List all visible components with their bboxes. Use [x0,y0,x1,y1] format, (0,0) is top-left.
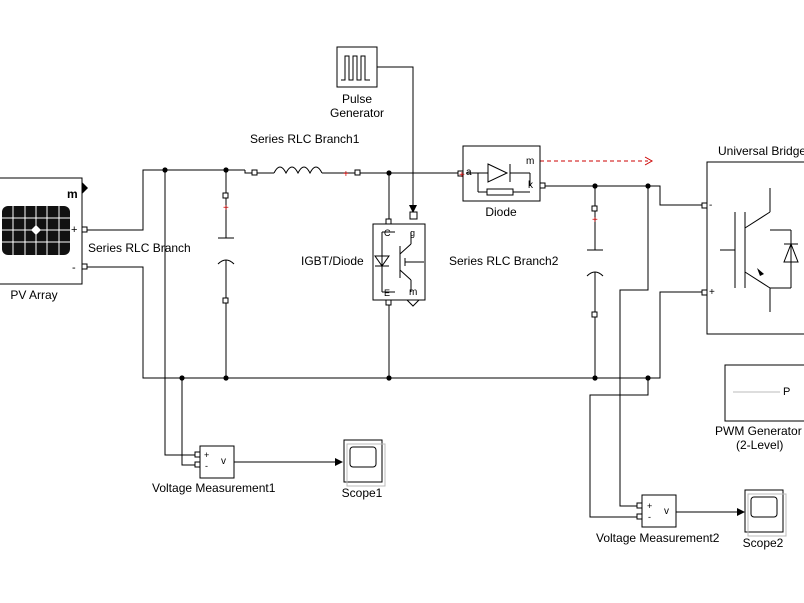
voltage-measurement1-block[interactable] [194,445,235,479]
svg-text:+: + [223,203,229,214]
svg-text:+: + [459,170,465,181]
scope1-screen-icon [349,446,377,468]
vm2-port-minus-label: - [648,512,651,522]
bridge-port-plus-label: + [709,287,715,298]
wire-vm1-minus[interactable] [181,378,198,466]
bridge-igbt-icon [720,188,799,312]
diode-port-a-label: a [466,167,472,178]
igbt-port-m-label: m [409,287,418,298]
wire-pv-minus[interactable] [85,266,300,379]
pv-array-block[interactable] [0,177,88,285]
scope2-block[interactable] [744,489,787,537]
series-rlc-branch1-label: Series RLC Branch1 [250,132,360,146]
diode-measurement-signal[interactable] [540,156,654,166]
universal-bridge-label: Universal Bridge [718,144,804,158]
svg-text:+: + [592,215,598,226]
series-rlc-branch2-capacitor[interactable]: + [586,205,604,318]
series-rlc-branch-capacitor[interactable]: + [217,192,235,304]
series-rlc-branch-label: Series RLC Branch [88,241,191,255]
diode-port-k-label: k [528,180,533,191]
igbt-symbol-icon [374,231,424,293]
vm1-port-minus-label: - [205,461,208,471]
pv-port-plus-label: + [71,224,78,236]
wire-bottom-rail[interactable] [143,291,703,379]
igbt-port-g-label: g [410,228,416,238]
wire-vm2-minus[interactable] [589,378,649,518]
pv-array-label: PV Array [10,288,58,302]
pwm-generator-label-line2: (2-Level) [736,438,784,452]
pulse-wave-icon [341,55,370,81]
connection-wires [85,66,745,518]
vm1-port-v-label: v [221,456,226,467]
pulse-generator-label-line1: Pulse [341,92,373,106]
junction-dots [162,167,651,381]
scope2-label: Scope2 [742,536,784,550]
scope1-block[interactable] [343,439,386,487]
wire-vm2-plus[interactable] [619,186,649,507]
vm2-port-plus-label: + [647,501,653,511]
wire-pulse-to-gate[interactable] [377,66,417,213]
wire-pv-plus[interactable] [85,169,245,231]
pwm-generator-block[interactable] [724,364,804,422]
pwm-port-p-label: P [783,386,791,398]
pwm-generator-label-line1: PWM Generator [715,424,802,438]
igbt-diode-block[interactable] [372,211,426,307]
pulse-generator-label-line2: Generator [329,106,385,120]
voltage-measurement2-block[interactable] [636,494,677,528]
series-rlc-branch2-label: Series RLC Branch2 [449,254,559,268]
universal-bridge-block[interactable] [701,161,804,335]
scope1-label: Scope1 [341,486,383,500]
vm1-port-plus-label: + [204,450,210,460]
pv-port-m-label: m [67,187,78,201]
solar-panel-icon [2,206,70,255]
series-rlc-branch1-inductor[interactable]: + [251,166,361,180]
diode-label: Diode [485,205,517,219]
scope2-screen-icon [750,496,778,518]
wire-to-inductor[interactable] [244,170,252,174]
pulse-generator-block[interactable] [336,46,378,88]
voltage-measurement1-label: Voltage Measurement1 [152,481,276,495]
diode-symbol-icon [466,163,531,196]
vm2-port-v-label: v [664,506,669,517]
bridge-port-minus-label: - [709,200,713,211]
wire-diode-to-bridge[interactable] [543,185,703,206]
igbt-port-e-label: E [384,288,391,298]
diode-block[interactable]: + [457,145,546,202]
diode-port-m-label: m [526,156,535,167]
igbt-port-c-label: C [384,228,391,238]
wire-vm1-plus[interactable] [164,170,198,456]
svg-text:+: + [343,169,349,180]
voltage-measurement2-label: Voltage Measurement2 [596,531,720,545]
pv-port-minus-label: - [72,262,76,274]
igbt-diode-label: IGBT/Diode [301,254,364,268]
